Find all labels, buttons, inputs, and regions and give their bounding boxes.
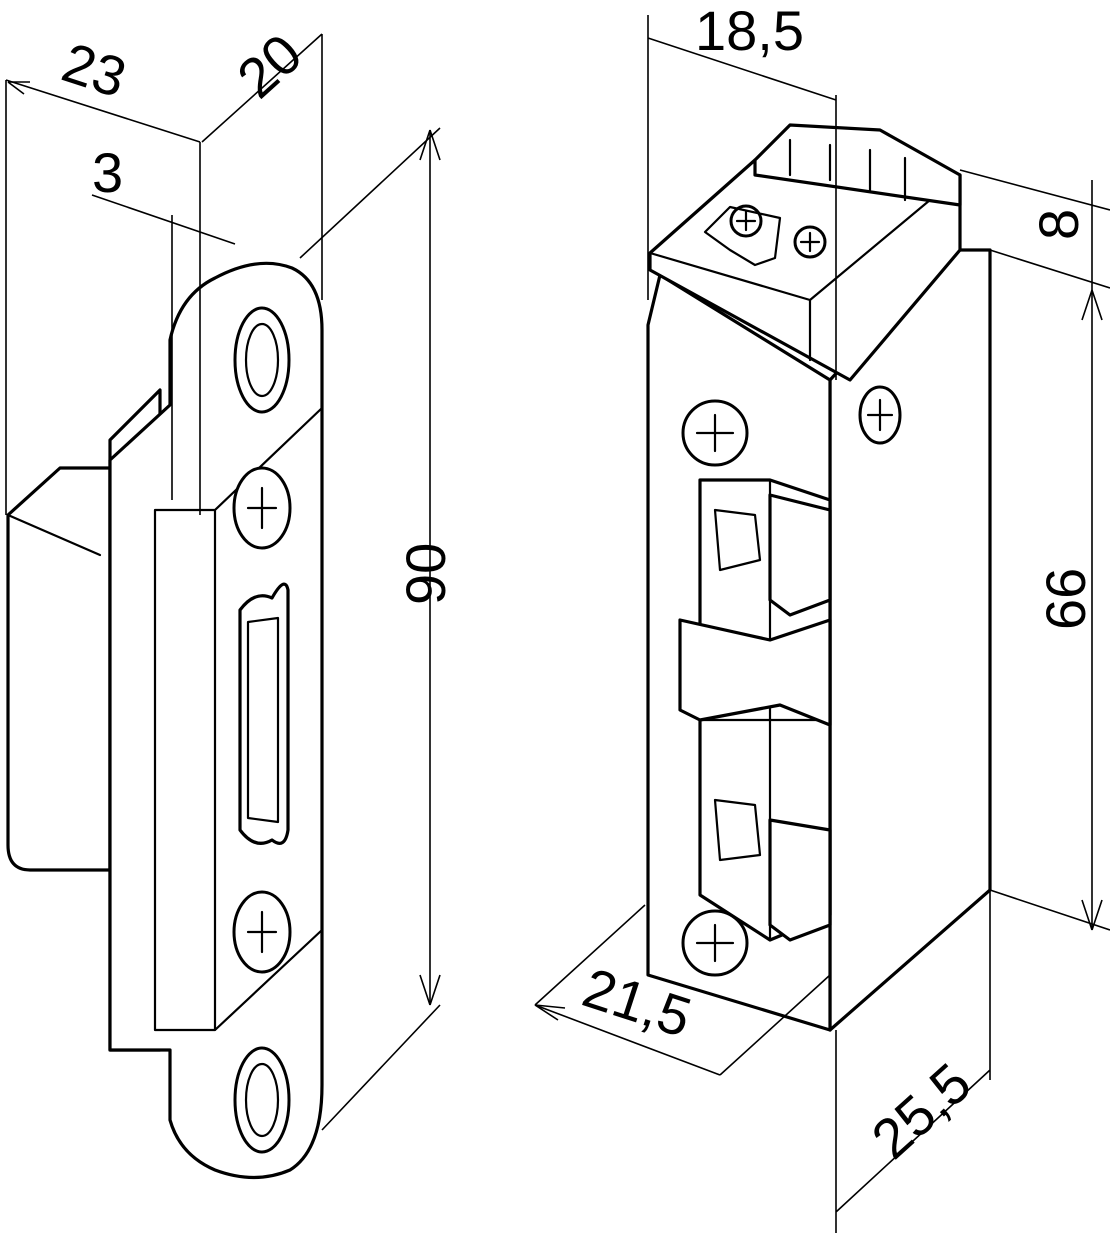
terminal-screw-left-cross-icon xyxy=(735,210,757,232)
length-dimension: 90 xyxy=(394,543,457,605)
lip-offset-dimension: 3 xyxy=(92,141,123,204)
front-screw-bottom-cross-icon xyxy=(695,923,735,963)
terminal-screw-right-cross-icon xyxy=(799,231,821,253)
front-screw-top-cross-icon xyxy=(695,413,735,453)
strike-plate-inner-field xyxy=(153,406,324,1032)
side-depth-dimension: 25,5 xyxy=(860,1051,983,1171)
width-dimension: 23 xyxy=(55,30,134,109)
strike-plate xyxy=(6,261,324,1180)
terminal-height-dimension: 8 xyxy=(1027,209,1090,240)
body-height-dimension: 66 xyxy=(1034,568,1097,630)
terminal-ports xyxy=(753,123,962,207)
latch-lower xyxy=(768,818,832,942)
side-screw-cross-icon xyxy=(866,398,894,432)
upper-screw-cross-icon xyxy=(246,486,278,530)
strike-plate-rear-box xyxy=(6,466,112,872)
electric-door-opener xyxy=(646,123,992,1032)
latch-upper xyxy=(768,493,832,617)
depth-dimension: 20 xyxy=(225,21,313,110)
top-mounting-hole xyxy=(233,306,291,414)
latch-center xyxy=(678,618,832,727)
top-width-dimension: 18,5 xyxy=(695,0,804,62)
strike-plate-dimensions: 23 20 3 90 xyxy=(5,21,457,1131)
bottom-mounting-hole xyxy=(233,1046,291,1154)
latch-slot xyxy=(238,582,290,845)
lower-screw-cross-icon xyxy=(246,910,278,954)
